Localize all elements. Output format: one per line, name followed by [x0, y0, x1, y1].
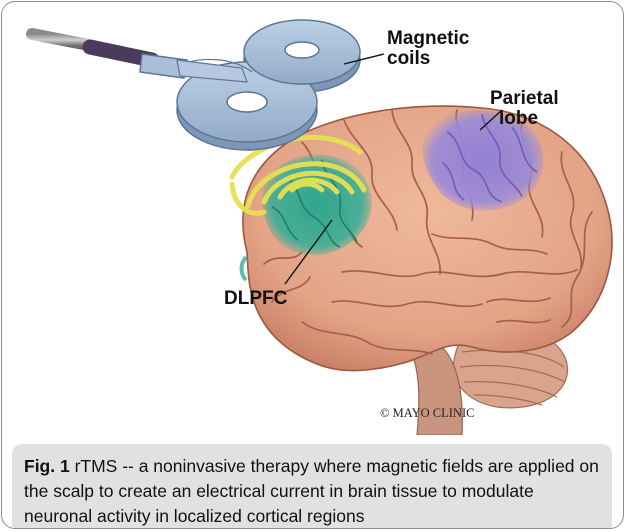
figure-caption-label: Fig. 1: [24, 456, 70, 476]
figure-caption: Fig. 1 rTMS -- a noninvasive therapy whe…: [12, 444, 612, 529]
label-coils: coils: [387, 48, 430, 69]
frontal-edge: [242, 257, 247, 280]
rtms-illustration: Magnetic coils Parietal lobe DLPFC © MAY…: [2, 2, 624, 435]
label-lobe: lobe: [499, 108, 538, 129]
label-magnetic: Magnetic: [387, 28, 470, 49]
label-dlpfc: DLPFC: [224, 288, 288, 309]
figure-caption-text: rTMS -- a noninvasive therapy where magn…: [24, 456, 599, 526]
copyright-notice: © MAYO CLINIC: [380, 406, 474, 420]
coil-cable: [32, 34, 187, 78]
label-parietal: Parietal: [490, 88, 559, 109]
